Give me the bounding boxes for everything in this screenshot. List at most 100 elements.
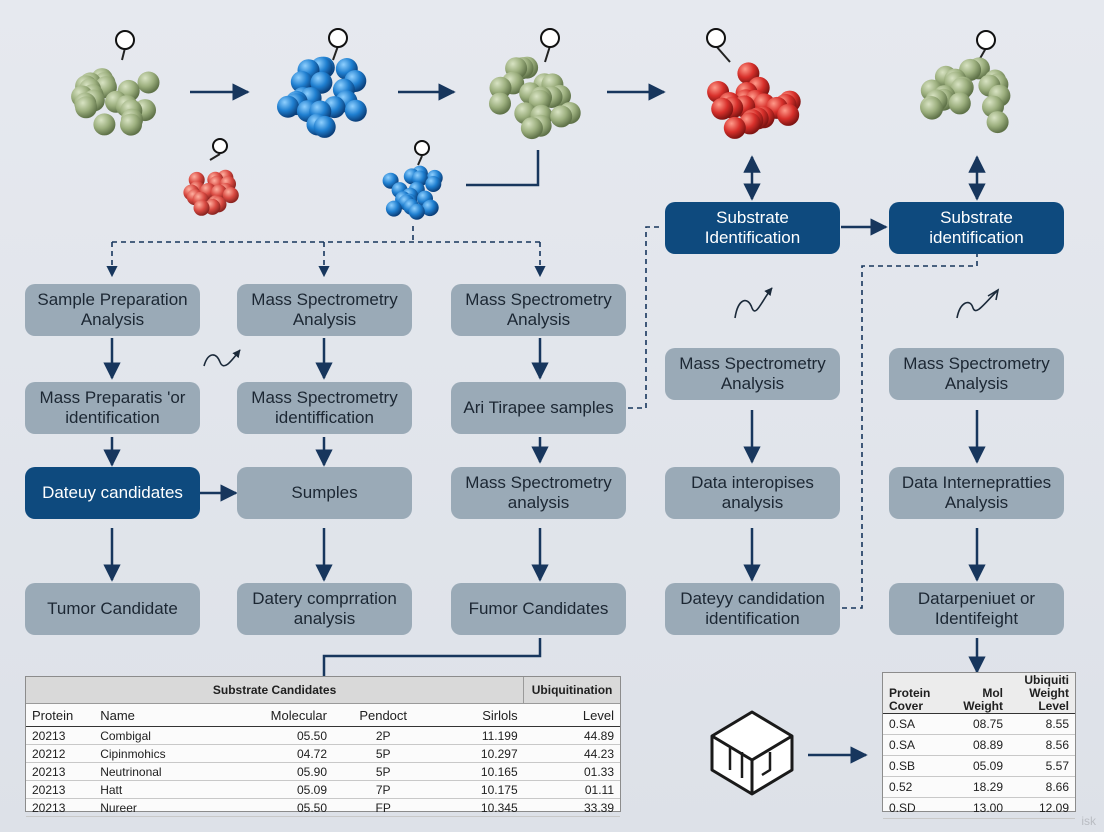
table-cell: Cipinmohics bbox=[94, 744, 223, 763]
table-cell: 10.165 bbox=[433, 762, 524, 781]
node-mass-preparatis-identification: Mass Preparatis 'or identification bbox=[25, 382, 200, 434]
table-group-header-row: Substrate Candidates Ubiquitination bbox=[26, 677, 620, 704]
table-cell: 13.00 bbox=[945, 797, 1009, 819]
table-cell: 10.345 bbox=[433, 798, 524, 817]
cube-icon bbox=[710, 710, 794, 796]
node-tumor-candidate: Tumor Candidate bbox=[25, 583, 200, 635]
group-header-substrate-candidates: Substrate Candidates bbox=[26, 677, 524, 704]
table-cell: 7P bbox=[333, 780, 434, 799]
node-dateyy-candidation-identification: Dateyy candidation identification bbox=[665, 583, 840, 635]
table-cell: 5P bbox=[333, 744, 434, 763]
node-dateuy-candidates: Dateuy candidates bbox=[25, 467, 200, 519]
molecule-green-icon bbox=[71, 30, 160, 136]
squiggle-arrow-icon bbox=[203, 349, 241, 367]
squiggle-arrow-icon bbox=[734, 287, 773, 319]
node-mass-spectrometry-analysis-lower-col3: Mass Spectrometry analysis bbox=[451, 467, 626, 519]
node-fumor-candidates: Fumor Candidates bbox=[451, 583, 626, 635]
table-cell: Hatt bbox=[94, 780, 223, 799]
table-cell: 01.33 bbox=[523, 762, 620, 781]
table-cell: 05.09 bbox=[945, 755, 1009, 777]
node-datery-comprration-analysis: Datery comprration analysis bbox=[237, 583, 412, 635]
table-cell: 0.SD bbox=[883, 797, 945, 819]
column-header: Protein Cover bbox=[883, 673, 945, 714]
column-header: Molecular bbox=[222, 703, 333, 727]
table-cell: 0.SA bbox=[883, 713, 945, 735]
table-cell: 05.09 bbox=[222, 780, 333, 799]
table-cell: 2P bbox=[333, 726, 434, 745]
table-cell: 0.SA bbox=[883, 734, 945, 756]
table-header-row: Protein Name Molecular Pendoct Sirlols L… bbox=[26, 703, 620, 727]
table-cell: 08.75 bbox=[945, 713, 1009, 735]
node-substrate-identification-col5: Substrate identification bbox=[889, 202, 1064, 254]
node-substrate-identification-col4: Substrate Identification bbox=[665, 202, 840, 254]
molecule-red-icon bbox=[706, 28, 801, 139]
node-mass-spectrometry-analysis-col3: Mass Spectrometry Analysis bbox=[451, 284, 626, 336]
table-cell: 8.66 bbox=[1009, 776, 1075, 798]
node-mass-spectrometry-analysis-col4: Mass Spectrometry Analysis bbox=[665, 348, 840, 400]
table-cell: 44.89 bbox=[523, 726, 620, 745]
table-cell: 20213 bbox=[26, 762, 95, 781]
molecule-blue-icon bbox=[382, 140, 443, 220]
node-sample-preparation-analysis: Sample Preparation Analysis bbox=[25, 284, 200, 336]
table-cell: 8.55 bbox=[1009, 713, 1075, 735]
molecule-clusters bbox=[71, 28, 1011, 220]
column-header: Mol Weight bbox=[945, 673, 1009, 714]
node-datarpeniuet-identifeight: Datarpeniuet or Identifeight bbox=[889, 583, 1064, 635]
node-mass-spectrometry-analysis-col5: Mass Spectrometry Analysis bbox=[889, 348, 1064, 400]
node-data-interopises-analysis: Data interopises analysis bbox=[665, 467, 840, 519]
molecule-green-icon bbox=[920, 30, 1011, 134]
node-ari-tirapee-samples: Ari Tirapee samples bbox=[451, 382, 626, 434]
table-cell: 05.50 bbox=[222, 726, 333, 745]
table-cell: 20213 bbox=[26, 798, 95, 817]
table-cell: 33.39 bbox=[523, 798, 620, 817]
dashed-connectors bbox=[106, 226, 978, 609]
column-header: Protein bbox=[26, 703, 95, 727]
table-cell: 10.175 bbox=[433, 780, 524, 799]
table-cell: 01.11 bbox=[523, 780, 620, 799]
table-cell: 20213 bbox=[26, 780, 95, 799]
column-header: Ubiquiti Weight Level bbox=[1009, 673, 1075, 714]
table-cell: 11.199 bbox=[433, 726, 524, 745]
table-cell: 20213 bbox=[26, 726, 95, 745]
table-cell: 0.52 bbox=[883, 776, 945, 798]
table-cell: 04.72 bbox=[222, 744, 333, 763]
molecule-green-icon bbox=[489, 28, 581, 140]
column-header: Pendoct bbox=[333, 703, 434, 727]
top-arrows bbox=[190, 83, 986, 236]
group-header-ubiquitination: Ubiquitination bbox=[523, 677, 620, 704]
table-cell: 5.57 bbox=[1009, 755, 1075, 777]
squiggle-arrow-icons bbox=[203, 287, 1000, 367]
table-cell: FP bbox=[333, 798, 434, 817]
table-cell: 05.90 bbox=[222, 762, 333, 781]
table-cell: Combigal bbox=[94, 726, 223, 745]
table-cell: 5P bbox=[333, 762, 434, 781]
flow-arrows bbox=[103, 338, 986, 764]
table-cell: 05.50 bbox=[222, 798, 333, 817]
table-cell: Neutrinonal bbox=[94, 762, 223, 781]
molecule-blue-icon bbox=[277, 28, 367, 138]
column-header: Sirlols bbox=[433, 703, 524, 727]
protein-weight-table: Protein Cover Mol Weight Ubiquiti Weight… bbox=[882, 672, 1076, 819]
table-cell: 44.23 bbox=[523, 744, 620, 763]
watermark: isk bbox=[1081, 814, 1096, 828]
table-cell: 8.56 bbox=[1009, 734, 1075, 756]
column-header: Name bbox=[94, 703, 223, 727]
table-cell: 18.29 bbox=[945, 776, 1009, 798]
table-cell: 10.297 bbox=[433, 744, 524, 763]
squiggle-arrow-icon bbox=[956, 289, 999, 319]
table-cell: 12.09 bbox=[1009, 797, 1075, 819]
node-data-internepratties-analysis: Data Internepratties Analysis bbox=[889, 467, 1064, 519]
table-cell: 08.89 bbox=[945, 734, 1009, 756]
